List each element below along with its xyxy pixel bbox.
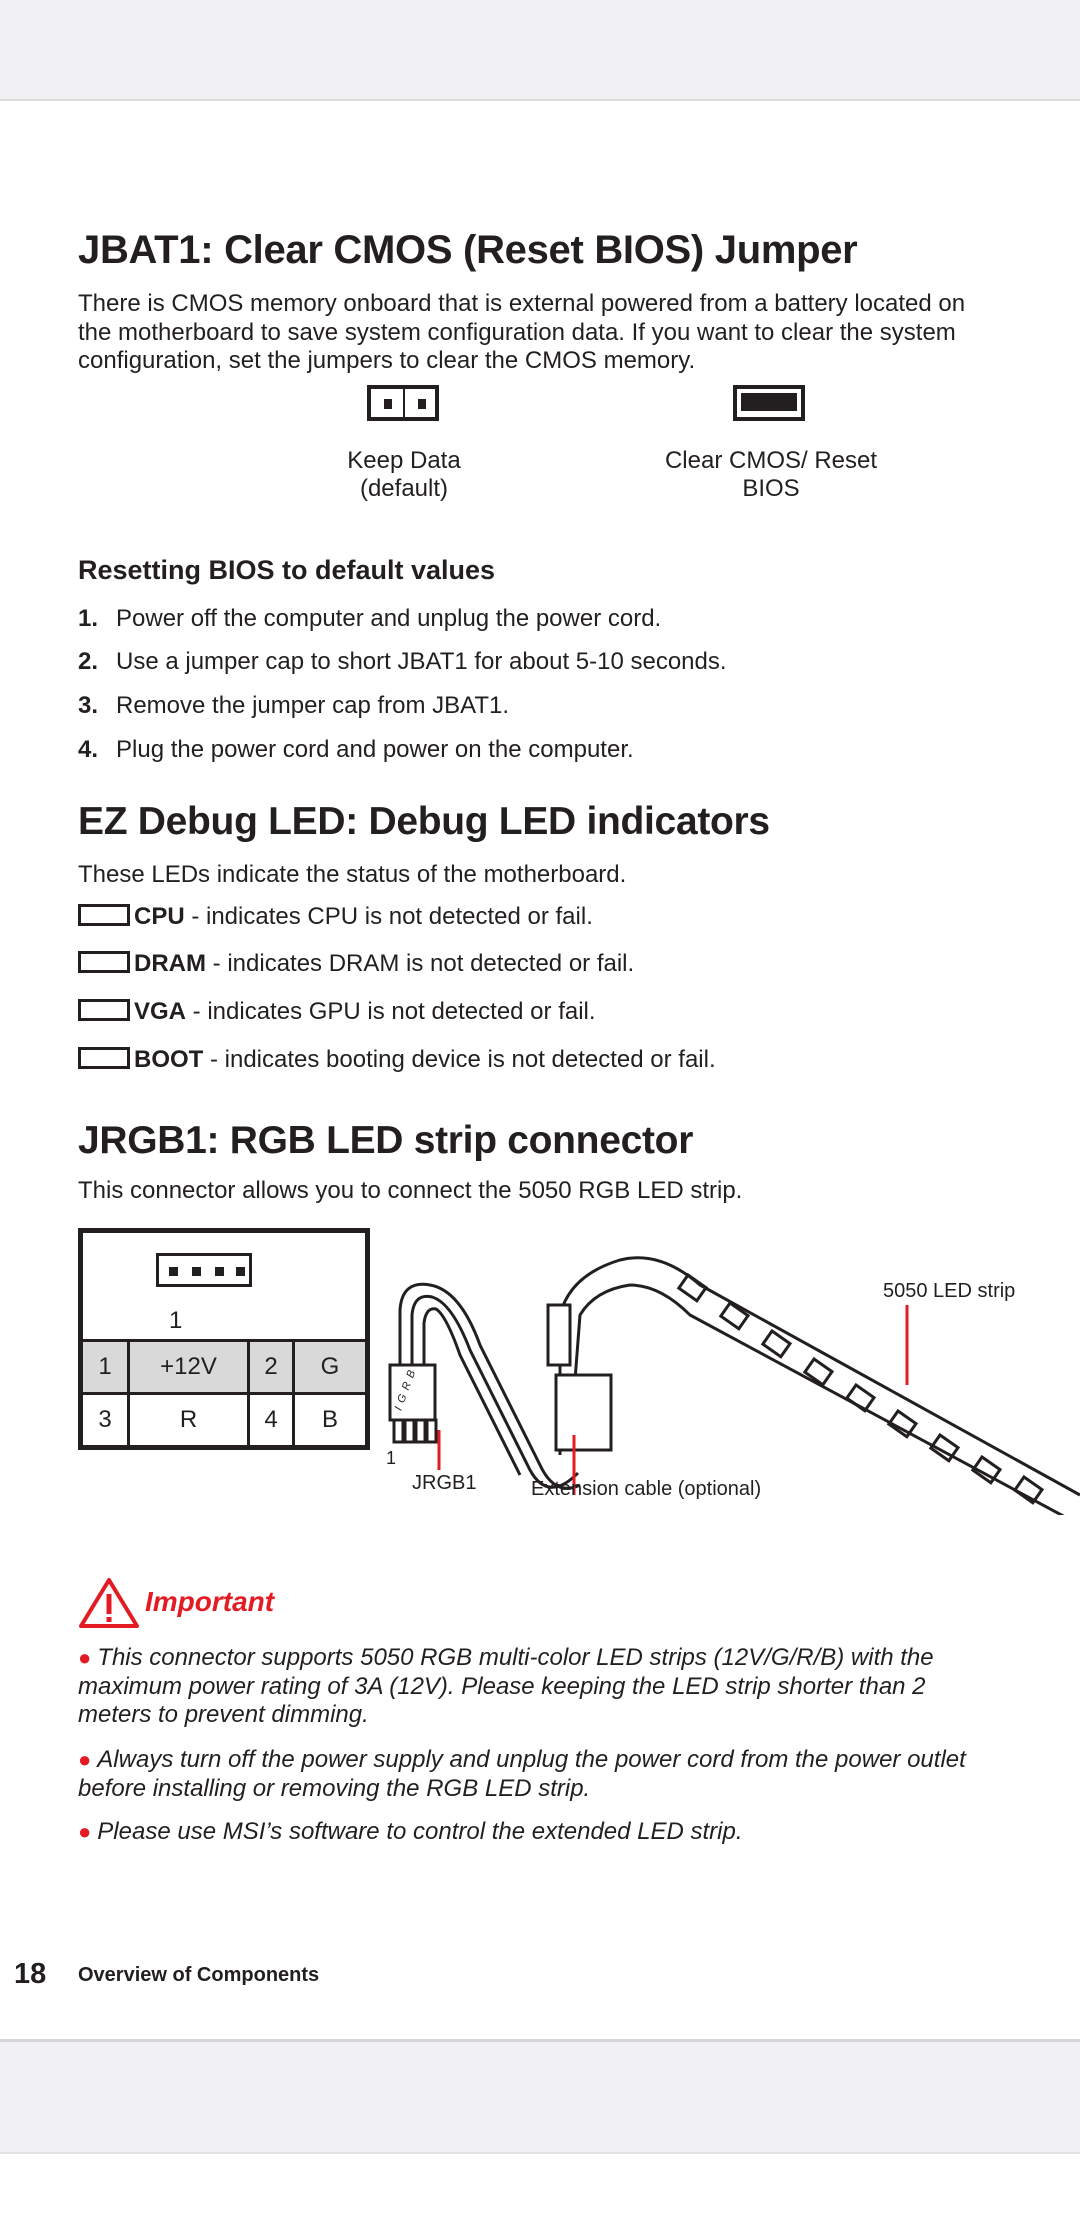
text-line: configuration, set the jumpers to clear … — [78, 347, 696, 374]
led-icon — [78, 1047, 130, 1069]
important-heading: Important — [145, 1586, 275, 1617]
jbat-heading: JBAT1: Clear CMOS (Reset BIOS) Jumper — [78, 228, 858, 272]
jrgb-heading: JRGB1: RGB LED strip connector — [78, 1119, 694, 1162]
led-icon — [78, 904, 130, 926]
jrgb1-label: JRGB1 — [412, 1472, 477, 1494]
jumper-open-icon — [367, 385, 439, 421]
pin1-marker: 1 — [386, 1448, 397, 1468]
viewer-bottom-bar — [0, 2039, 1080, 2154]
extension-cable-label: Extension cable (optional) — [531, 1478, 762, 1500]
led-icon — [78, 951, 130, 973]
header-icon — [156, 1253, 252, 1287]
pin1-label: 1 — [169, 1307, 183, 1334]
page-number: 18 — [14, 1958, 47, 1990]
list-item: 4.Plug the power cord and power on the c… — [78, 736, 634, 763]
list-item: 3.Remove the jumper cap from JBAT1. — [78, 692, 510, 719]
reset-subheading: Resetting BIOS to default values — [78, 555, 496, 585]
keep-data-label: Keep Data(default) — [347, 447, 461, 502]
ez-description: These LEDs indicate the status of the mo… — [78, 861, 627, 888]
text-line: the motherboard to save system configura… — [78, 318, 956, 346]
jrgb-description: This connector allows you to connect the… — [78, 1177, 743, 1204]
led-item-boot: BOOT - indicates booting device is not d… — [78, 1046, 716, 1074]
led-strip-label: 5050 LED strip — [883, 1280, 1016, 1302]
led-strip-illustration — [388, 1256, 1080, 1515]
led-item-cpu: CPU - indicates CPU is not detected or f… — [78, 903, 593, 931]
footer-section: Overview of Components — [78, 1964, 320, 1986]
list-item: 1.Power off the computer and unplug the … — [78, 605, 662, 632]
jbat-description: There is CMOS memory onboard that is ext… — [78, 290, 965, 376]
list-item: 2.Use a jumper cap to short JBAT1 for ab… — [78, 648, 727, 675]
ez-debug-heading: EZ Debug LED: Debug LED indicators — [78, 800, 770, 843]
led-icon — [78, 999, 130, 1021]
warning-icon — [79, 1578, 139, 1628]
viewer-top-bar — [0, 0, 1080, 101]
bullet-item: ●Always turn off the power supply and un… — [78, 1746, 966, 1802]
bullet-item: ●This connector supports 5050 RGB multi-… — [78, 1644, 934, 1728]
led-item-dram: DRAM - indicates DRAM is not detected or… — [78, 950, 634, 978]
led-item-vga: VGA - indicates GPU is not detected or f… — [78, 998, 596, 1026]
text-line: There is CMOS memory onboard that is ext… — [78, 290, 966, 317]
bullet-item: ●Please use MSI’s software to control th… — [78, 1818, 743, 1845]
jumper-closed-icon — [733, 385, 805, 421]
